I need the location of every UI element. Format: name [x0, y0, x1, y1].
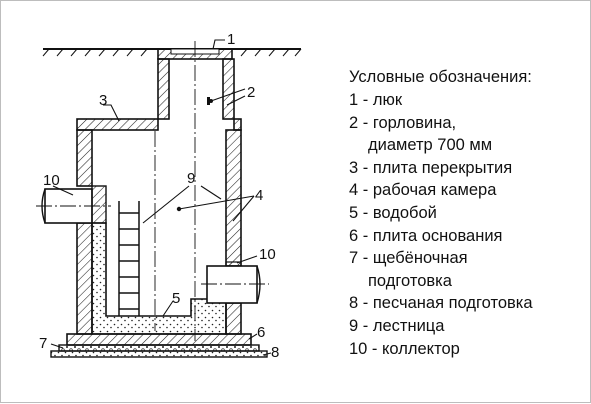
leader-dots [176, 99, 213, 212]
neck-shaft [157, 58, 235, 120]
legend-item: 1 - люк [349, 89, 585, 112]
legend-item-text: 2 - горловина, [349, 113, 457, 132]
callout-4: 4 [255, 187, 263, 204]
legend-item-text: 10 - коллектор [349, 339, 460, 358]
callout-1: 1 [227, 31, 235, 48]
outlet-pipe [206, 261, 261, 304]
legend: Условные обозначения: 1 - люк 2 - горлов… [349, 65, 585, 360]
callout-7: 7 [39, 335, 47, 352]
leader-lines [50, 39, 272, 356]
legend-item: 3 - плита перекрытия [349, 157, 585, 180]
legend-item-text: 3 - плита перекрытия [349, 158, 513, 177]
legend-item-text: 9 - лестница [349, 316, 445, 335]
legend-item-text-cont: подготовка [368, 271, 452, 290]
axis-lines [36, 41, 269, 341]
callout-10-left: 10 [43, 172, 60, 189]
callout-6: 6 [257, 324, 265, 341]
callout-labels: 1 2 3 4 5 6 7 8 9 10 10 [39, 31, 279, 361]
callout-9: 9 [187, 170, 195, 187]
legend-item: 5 - водобой [349, 202, 585, 225]
callout-8: 8 [271, 344, 279, 361]
legend-item-text: 8 - песчаная подготовка [349, 294, 533, 313]
cover-slab [76, 118, 242, 131]
callout-3: 3 [99, 92, 107, 109]
legend-item-text: 7 - щебёночная [349, 249, 468, 268]
legend-item: 10 - коллектор [349, 338, 585, 361]
callout-5: 5 [172, 290, 180, 307]
legend-item: 2 - горловина, диаметр 700 мм [349, 112, 585, 157]
legend-item: 9 - лестница [349, 315, 585, 338]
legend-item-text: 6 - плита основания [349, 226, 503, 245]
legend-item-text: 5 - водобой [349, 203, 437, 222]
legend-item-text: 4 - рабочая камера [349, 181, 497, 200]
legend-item: 8 - песчаная подготовка [349, 292, 585, 315]
callout-10-right: 10 [259, 246, 276, 263]
legend-item: 4 - рабочая камера [349, 179, 585, 202]
legend-item-text-cont: диаметр 700 мм [368, 136, 493, 155]
inlet-pipe [41, 185, 107, 224]
gravel-bed [58, 344, 260, 352]
legend-list: 1 - люк 2 - горловина, диаметр 700 мм 3 -… [349, 89, 585, 360]
ladder [118, 201, 140, 316]
legend-item-text: 1 - люк [349, 91, 403, 109]
legend-item: 6 - плита основания [349, 225, 585, 248]
legend-title: Условные обозначения: [349, 68, 532, 86]
callout-2: 2 [247, 84, 255, 101]
benching [91, 222, 227, 335]
sand-bed [50, 350, 268, 358]
legend-item: 7 - щебёночная подготовка [349, 247, 585, 292]
base-slab [66, 333, 252, 346]
